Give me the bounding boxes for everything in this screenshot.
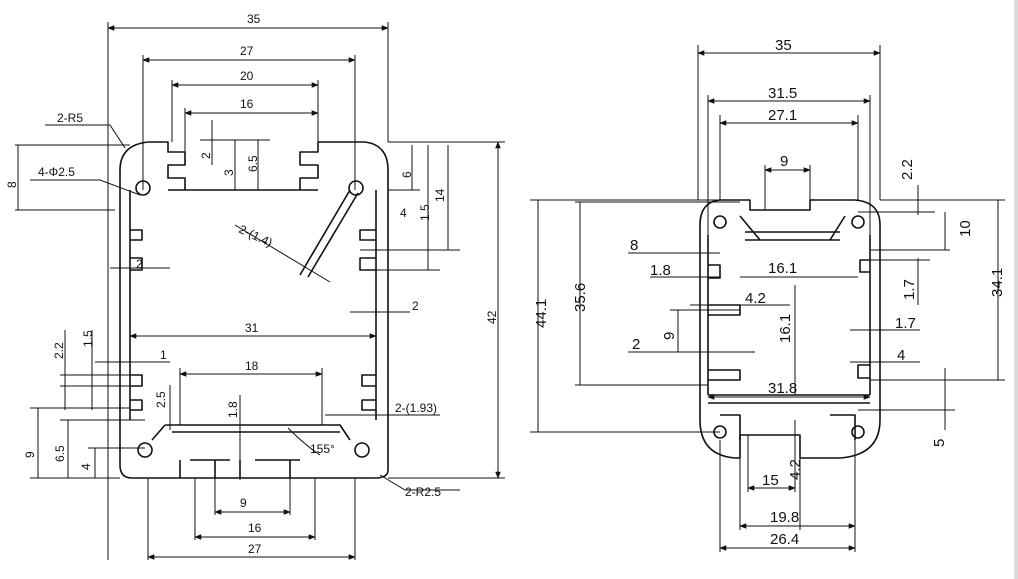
left-dim-18-ext <box>179 368 323 425</box>
left-dim-6: 6 <box>400 171 414 178</box>
left-angle-arc <box>287 427 321 456</box>
left-dim-14: 14 <box>433 188 447 202</box>
left-dim-b9: 9 <box>240 496 247 510</box>
right-dim-31-5: 31.5 <box>768 85 797 102</box>
left-dim-2-2: 2.2 <box>52 342 66 359</box>
left-r2-5-label: 2-R2.5 <box>405 485 441 499</box>
left-dim-2a: 2 <box>136 257 143 271</box>
right-dim-1-8: 1.8 <box>650 262 671 279</box>
left-hole-br <box>354 442 370 458</box>
left-dim-4b: 4 <box>79 463 93 470</box>
window-edge <box>1014 0 1018 579</box>
right-dim-26-4: 26.4 <box>770 531 799 548</box>
left-diag-leader <box>234 224 331 283</box>
right-4-2-lines <box>690 285 796 395</box>
right-bottom-ext <box>719 420 856 552</box>
left-right-small-dims <box>360 141 460 271</box>
left-diag-label: 2-(1.4) <box>237 222 275 250</box>
right-dim-35-6: 35.6 <box>572 283 589 312</box>
right-dim-1-7b: 1.7 <box>895 315 916 332</box>
right-hole-tl <box>713 215 727 229</box>
right-dim-34-1: 34.1 <box>989 268 1006 297</box>
left-dim-9: 9 <box>23 451 37 458</box>
left-view: 35 27 20 16 2-R5 8 4-Φ2.5 2 3 6.5 6 14 4… <box>5 12 505 560</box>
left-dim-20: 20 <box>240 69 254 83</box>
right-dim-v16-1: 16.1 <box>777 314 794 343</box>
left-dim-42-ext <box>388 141 505 479</box>
right-dim-2: 2 <box>632 336 640 353</box>
left-dim-b16: 16 <box>248 521 262 535</box>
left-hole-tr <box>348 180 364 196</box>
left-slot-dims <box>200 120 270 191</box>
right-9-2-lines <box>628 309 755 353</box>
right-5-lines <box>858 368 955 430</box>
left-r2-5-leader <box>379 474 460 491</box>
left-dim-31: 31 <box>245 321 259 335</box>
right-dim-1-7: 1.7 <box>901 279 918 300</box>
left-dim-2-5: 2.5 <box>154 391 168 408</box>
left-profile-outline <box>119 141 389 479</box>
left-dim-42: 42 <box>485 310 499 324</box>
left-angle-label: 155° <box>310 442 335 456</box>
left-inner-walls <box>129 190 377 478</box>
right-view: 35 31.5 27.1 9 2.2 10 1.7 34.1 44.1 35.6… <box>530 37 1006 552</box>
right-hole-br <box>851 425 865 439</box>
right-dim-31-8: 31.8 <box>768 380 797 397</box>
left-dim-b27: 27 <box>248 542 262 556</box>
left-dim-8: 8 <box>5 181 19 188</box>
left-dim-16: 16 <box>240 97 254 111</box>
right-dim-44-1: 44.1 <box>533 299 550 328</box>
left-holes-leader <box>30 179 141 196</box>
right-dim-10: 10 <box>957 220 974 237</box>
right-dim-4-2: 4.2 <box>745 290 766 307</box>
right-dim-2-2: 2.2 <box>899 159 916 180</box>
left-dim-6-5b: 6.5 <box>53 445 67 462</box>
left-lower-left-dims <box>60 330 130 410</box>
right-dim-9b: 9 <box>661 332 678 340</box>
left-dim-2b: 2 <box>412 299 419 313</box>
left-dim-27: 27 <box>240 44 254 58</box>
left-dim-3: 3 <box>222 169 236 176</box>
right-left-ext <box>530 199 740 433</box>
right-dim-15: 15 <box>762 472 779 489</box>
left-dim-18: 18 <box>245 359 259 373</box>
left-r5-leader <box>45 124 126 149</box>
left-dim-1-8: 1.8 <box>226 401 240 418</box>
right-dim-8: 8 <box>630 237 638 254</box>
left-dim-8-lines <box>15 144 130 211</box>
right-dim-35: 35 <box>775 37 792 54</box>
left-bottom-ext <box>147 478 356 560</box>
right-top-ext <box>697 45 881 235</box>
left-hole-bl <box>137 442 153 458</box>
right-dim-19-8: 19.8 <box>770 509 799 526</box>
right-dim-4: 4 <box>897 347 905 364</box>
right-dim-16-1: 16.1 <box>768 260 797 277</box>
left-dim-1-5: 1.5 <box>418 204 432 221</box>
left-2-5-1-8-ext <box>169 385 241 480</box>
right-dim-5: 5 <box>931 439 948 447</box>
left-dim-35: 35 <box>247 12 261 26</box>
left-dim-6-5: 6.5 <box>246 155 260 172</box>
left-dim-2: 2 <box>199 152 213 159</box>
left-r5-label: 2-R5 <box>57 111 83 125</box>
left-dim-1-93: 2-(1.93) <box>395 401 437 415</box>
left-dim-1: 1 <box>160 348 167 362</box>
left-dim-4: 4 <box>400 206 407 220</box>
left-diagonal-rib <box>299 189 359 278</box>
right-hole-tr <box>851 215 865 229</box>
left-bottom-left-dims <box>30 407 145 479</box>
right-dim-9: 9 <box>780 153 788 170</box>
left-top-dims <box>107 22 389 560</box>
right-dim-v4-2: 4.2 <box>787 459 804 480</box>
left-dim-1-5b: 1.5 <box>81 330 95 347</box>
left-holes-label: 4-Φ2.5 <box>38 165 75 179</box>
right-side-ext <box>858 185 1005 381</box>
right-dim-27-1: 27.1 <box>768 107 797 124</box>
right-8-1-8-lines <box>628 252 720 278</box>
